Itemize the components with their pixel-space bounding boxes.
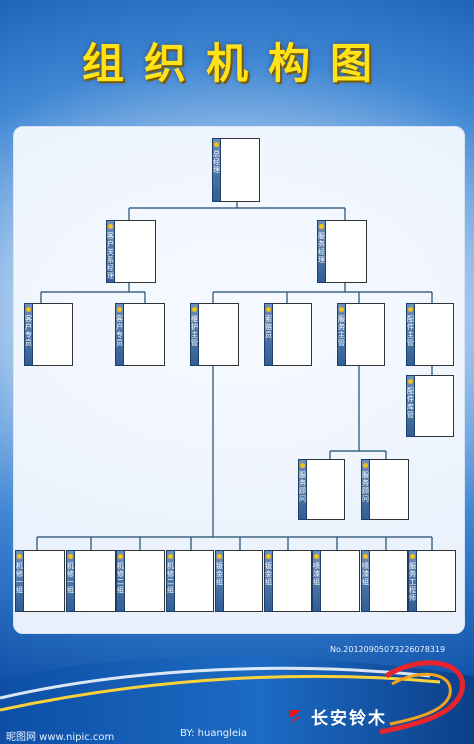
connector-advisors [329, 366, 387, 459]
box-group-7: 喷漆组 [312, 550, 360, 612]
connector-groups [36, 366, 433, 550]
box-group-2: 机修一组 [66, 550, 116, 612]
footer-site: 昵图网 www.nipic.com [6, 732, 115, 743]
box-group-5: 钣金组 [215, 550, 263, 612]
brand: 长安铃木 [285, 704, 387, 729]
connector-crm [40, 283, 146, 303]
box-general-manager: 总经理 [212, 138, 260, 202]
chart-panel [13, 126, 465, 634]
box-group-8: 喷漆组 [361, 550, 408, 612]
box-customer-specialist-1: 客户专员 [24, 303, 73, 366]
footer-no: No.20120905073226078319 [330, 645, 446, 654]
box-group-9: 服务工程师 [408, 550, 456, 612]
box-group-3: 机修二组 [116, 550, 165, 612]
box-service-supervisor: 服务主管 [337, 303, 385, 366]
box-parts-store-keeper: 配件库管 [406, 375, 454, 437]
box-maintenance-supervisor: 维护主管 [190, 303, 239, 366]
box-service-advisor-1: 服务顾问 [298, 459, 345, 520]
brand-name: 长安铃木 [311, 709, 387, 729]
box-customer-specialist-2: 客户专员 [115, 303, 165, 366]
box-parts-supervisor: 配件主管 [406, 303, 454, 366]
box-group-6: 钣金组 [264, 550, 312, 612]
box-service-manager: 服务经理 [317, 220, 367, 283]
box-group-4: 机修二组 [166, 550, 214, 612]
footer-author: BY: huangleia [180, 728, 247, 739]
page-title: 组织机构图 [81, 39, 392, 88]
box-service-advisor-2: 服务顾问 [361, 459, 409, 520]
suzuki-logo-icon [289, 709, 301, 724]
box-group-1: 机修一组 [15, 550, 65, 612]
connector-gm [128, 202, 346, 220]
connector-svc [212, 283, 433, 303]
decorative-swoosh [0, 656, 474, 744]
box-claims-officer: 索赔员 [264, 303, 312, 366]
box-customer-relations-manager: 客户关系经理 [106, 220, 156, 283]
